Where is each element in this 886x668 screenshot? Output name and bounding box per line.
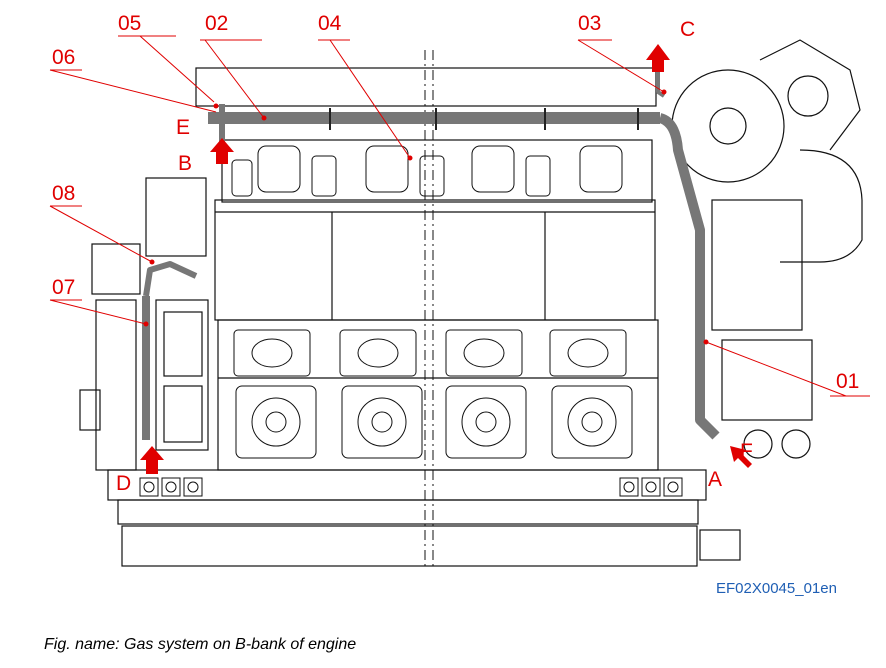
leader-02 (204, 39, 265, 119)
flow-arrow-d (140, 446, 164, 474)
gas-piping (142, 72, 720, 440)
leader-05 (139, 35, 215, 103)
top-cover (195, 67, 657, 107)
base-frame-bolts (139, 477, 683, 497)
cylinder-head-row (221, 139, 653, 203)
flow-point-a: A (708, 468, 722, 491)
callout-08: 08 (52, 182, 75, 205)
figure-caption: Fig. name: Gas system on B-bank of engin… (44, 636, 357, 653)
gas-valve-unit (155, 299, 209, 451)
leader-01 (705, 341, 847, 397)
flow-point-f: F (740, 440, 753, 463)
callout-04: 04 (318, 12, 342, 35)
leader-07 (49, 299, 147, 325)
left-accessory-box (145, 177, 207, 257)
engine-block-upper (214, 199, 656, 321)
gas-pipe-03 (656, 72, 666, 98)
callout-06: 06 (52, 46, 75, 69)
callout-02: 02 (205, 12, 228, 35)
callout-07: 07 (52, 276, 75, 299)
gas-pipe-01 (658, 113, 720, 440)
flow-arrow-b (210, 138, 234, 164)
leader-lines (49, 35, 870, 397)
callout-05: 05 (118, 12, 141, 35)
pipe-markers (143, 89, 709, 345)
leader-08 (49, 205, 153, 263)
break-lines (424, 50, 434, 570)
crankcase-doors (233, 329, 633, 459)
flow-point-b: B (178, 152, 192, 175)
flow-arrow-a (730, 446, 752, 468)
charge-air-cooler (711, 199, 803, 331)
reference-code: EF02X0045_01en (716, 580, 837, 597)
flow-point-c: C (680, 18, 695, 41)
flow-arrows (140, 44, 752, 474)
turbocharger (671, 69, 785, 183)
cylinder-heads (231, 145, 623, 197)
leader-03 (577, 39, 665, 93)
callout-03: 03 (578, 12, 601, 35)
callout-01: 01 (836, 370, 859, 393)
leader-06 (49, 69, 217, 113)
crankcase (217, 319, 659, 471)
flow-point-e: E (176, 116, 190, 139)
leader-04 (329, 39, 411, 159)
flow-point-d: D (116, 472, 131, 495)
flywheel-housing (95, 299, 137, 471)
manifold-joints (329, 108, 639, 130)
flow-arrow-c (646, 44, 670, 72)
